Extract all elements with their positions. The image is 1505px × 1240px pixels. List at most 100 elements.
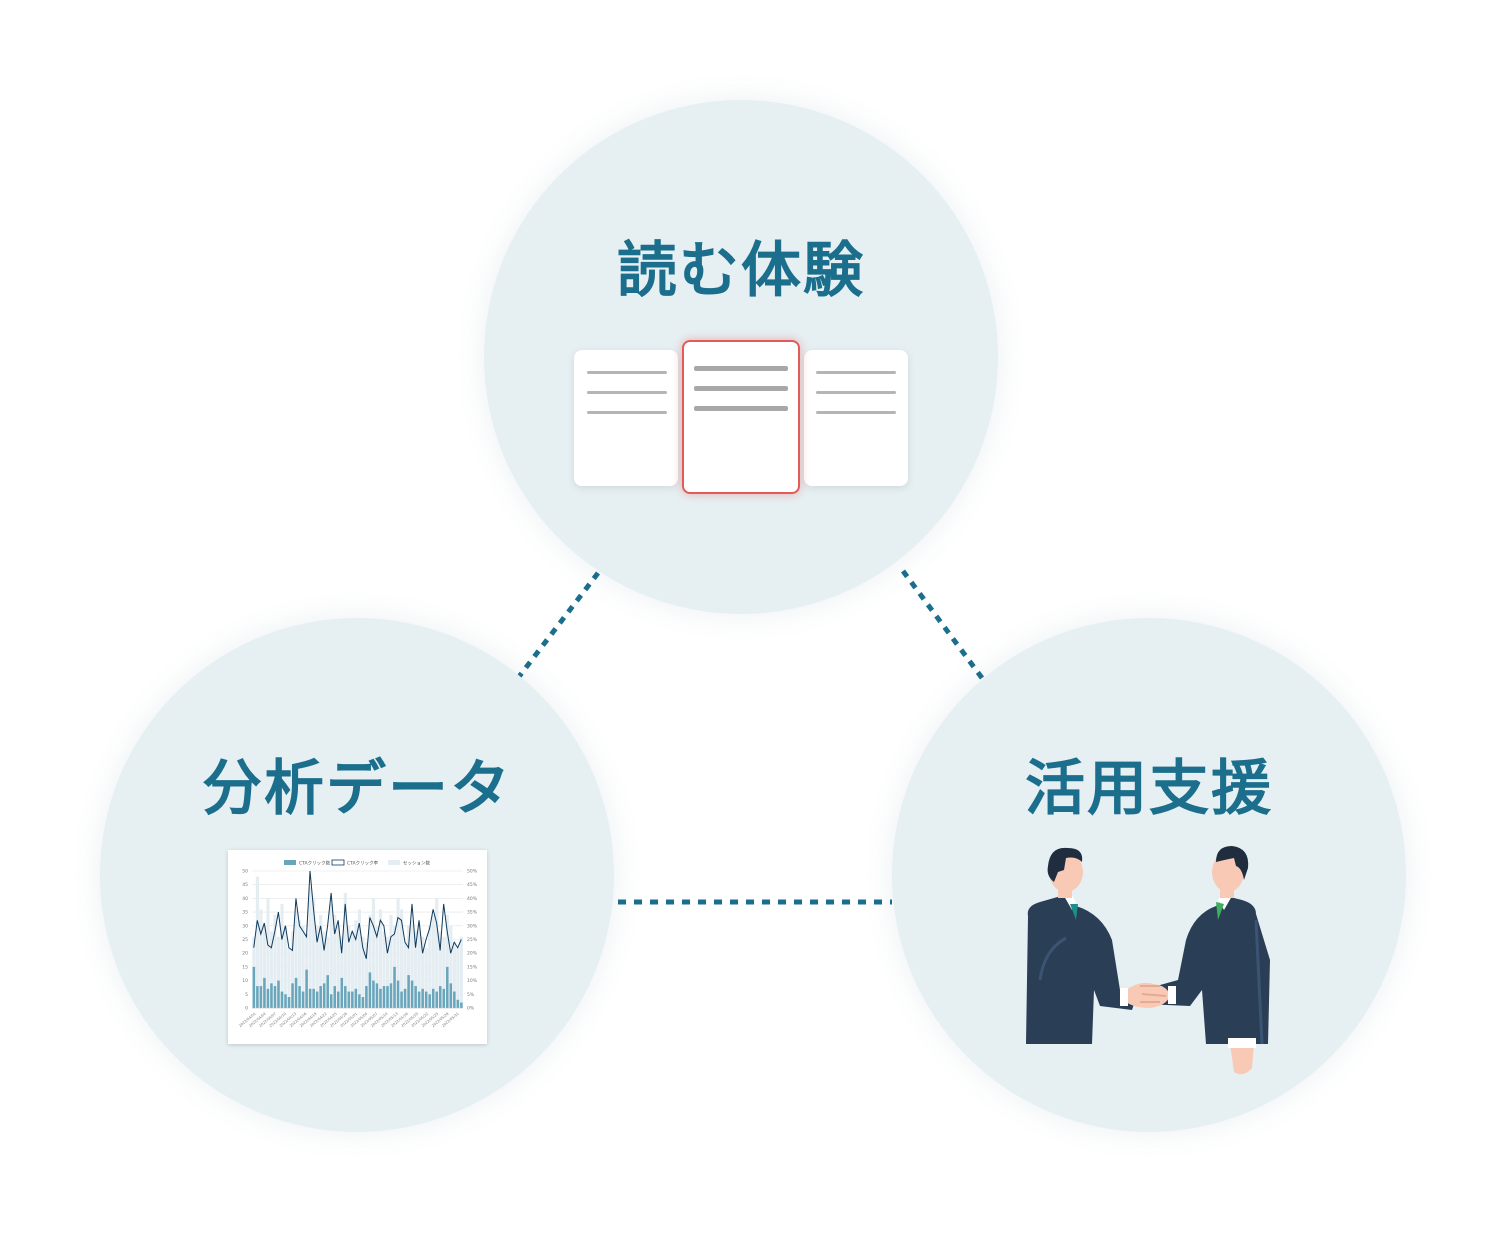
chart-y2-tick-label: 10%: [467, 978, 478, 984]
chart-line-click-rate: [253, 870, 462, 959]
chart-bar-sessions: [326, 936, 330, 1008]
chart-bar-sessions: [276, 936, 281, 1008]
chart-bar-clicks: [354, 988, 358, 1008]
chart-bar-sessions: [445, 914, 449, 1008]
chart-bar-clicks: [393, 966, 396, 1008]
chart-bar-sessions: [371, 898, 376, 1008]
chart-bar-clicks: [396, 980, 400, 1008]
right-person: [1142, 846, 1270, 1075]
chart-bar-clicks: [291, 983, 294, 1008]
chart-bar-clicks: [460, 1002, 463, 1008]
chart-bar-sessions: [290, 931, 295, 1008]
chart-bar-clicks: [322, 983, 326, 1008]
chart-bar-sessions: [280, 903, 284, 1008]
chart-bar-sessions: [459, 936, 463, 1008]
chart-bar-sessions: [361, 936, 365, 1008]
chart-legend-swatch: [331, 859, 345, 866]
chart-bar-sessions: [287, 947, 291, 1008]
chart-bar-sessions: [350, 931, 354, 1008]
chart-bar-sessions: [333, 914, 337, 1008]
chart-bar-clicks: [284, 994, 287, 1008]
chart-bar-clicks: [315, 991, 319, 1008]
left-person: [1026, 847, 1136, 1044]
chart-bar-clicks: [400, 991, 403, 1008]
chart-bar-clicks: [414, 986, 417, 1008]
chart-bar-clicks: [256, 986, 259, 1008]
chart-bar-sessions: [435, 898, 439, 1008]
chart-bar-clicks: [410, 980, 414, 1008]
chart-y2-tick-label: 35%: [467, 910, 478, 916]
chart-bar-clicks: [333, 986, 337, 1008]
chart-bar-sessions: [357, 909, 361, 1008]
chart-bar-clicks: [351, 991, 354, 1008]
chart-bar-clicks: [312, 988, 315, 1008]
chart-bar-clicks: [358, 994, 361, 1008]
chart-bar-sessions: [329, 903, 333, 1008]
chart-bar-sessions: [428, 925, 432, 1008]
chart-bar-clicks: [435, 991, 438, 1008]
chart-bar-clicks: [442, 988, 446, 1008]
chart-y-tick-label: 5: [245, 992, 248, 998]
chart-bar-clicks: [298, 986, 301, 1008]
chart-y-tick-label: 50: [242, 869, 248, 875]
clasped-hands: [1120, 982, 1176, 1008]
chart-bar-clicks: [329, 994, 333, 1008]
chart-bar-sessions: [319, 914, 323, 1008]
chart-bar-sessions: [389, 914, 393, 1008]
chart-y-tick-label: 25: [242, 937, 248, 943]
chart-bar-clicks: [287, 997, 291, 1008]
chart-bar-clicks: [372, 980, 375, 1008]
chart-y2-tick-label: 50%: [467, 869, 478, 875]
chart-bar-sessions: [368, 914, 372, 1008]
chart-bar-clicks: [456, 999, 460, 1008]
chart-bar-sessions: [262, 925, 267, 1008]
chart-bar-sessions: [452, 942, 456, 1008]
chart-bar-sessions: [449, 925, 453, 1008]
chart-bar-clicks: [421, 988, 424, 1008]
chart-bar-clicks: [252, 966, 256, 1008]
utilization-support-title: 活用支援: [1025, 754, 1273, 824]
chart-bar-clicks: [438, 986, 442, 1008]
chart-bar-sessions: [442, 936, 446, 1008]
chart-bar-sessions: [343, 892, 347, 1008]
chart-legend-label: セッション数: [403, 860, 430, 867]
connector-reading-support: [900, 569, 985, 680]
chart-bar-sessions: [424, 947, 428, 1008]
chart-y-tick-label: 10: [242, 978, 248, 984]
chart-bar-clicks: [301, 991, 305, 1008]
document-card-left: [574, 350, 678, 486]
chart-bar-sessions: [417, 925, 421, 1008]
chart-bar-clicks: [270, 983, 273, 1008]
chart-bar-clicks: [417, 991, 421, 1008]
chart-bar-clicks: [382, 986, 386, 1008]
chart-bar-clicks: [424, 991, 428, 1008]
chart-y2-tick-label: 20%: [467, 951, 478, 957]
chart-y2-tick-label: 0%: [467, 1006, 475, 1012]
chart-bar-clicks: [368, 972, 372, 1008]
chart-y-tick-label: 40: [242, 896, 248, 902]
chart-bar-clicks: [431, 988, 435, 1008]
chart-bar-sessions: [283, 925, 288, 1008]
chart-bar-clicks: [407, 975, 410, 1008]
reading-experience-title: 読む体験: [617, 236, 865, 306]
chart-bar-sessions: [354, 920, 358, 1008]
chart-bar-sessions: [315, 925, 319, 1008]
chart-bar-sessions: [456, 947, 460, 1008]
chart-y-tick-label: 0: [245, 1006, 248, 1012]
chart-bar-clicks: [449, 983, 453, 1008]
chart-bar-sessions: [322, 931, 326, 1008]
chart-bar-clicks: [361, 997, 365, 1008]
chart-legend-swatch: [284, 860, 296, 865]
chart-legend-label: CTAクリック数: [299, 860, 331, 867]
chart-bar-sessions: [347, 925, 351, 1008]
chart-y-tick-label: 35: [242, 910, 248, 916]
chart-y-tick-label: 15: [242, 964, 248, 970]
chart-bar-sessions: [301, 925, 305, 1008]
chart-y-tick-label: 45: [242, 882, 248, 888]
chart-bar-clicks: [305, 969, 308, 1008]
handshake-icon: [1026, 846, 1270, 1075]
chart-y2-tick-label: 15%: [467, 964, 478, 970]
chart-bar-clicks: [403, 988, 407, 1008]
